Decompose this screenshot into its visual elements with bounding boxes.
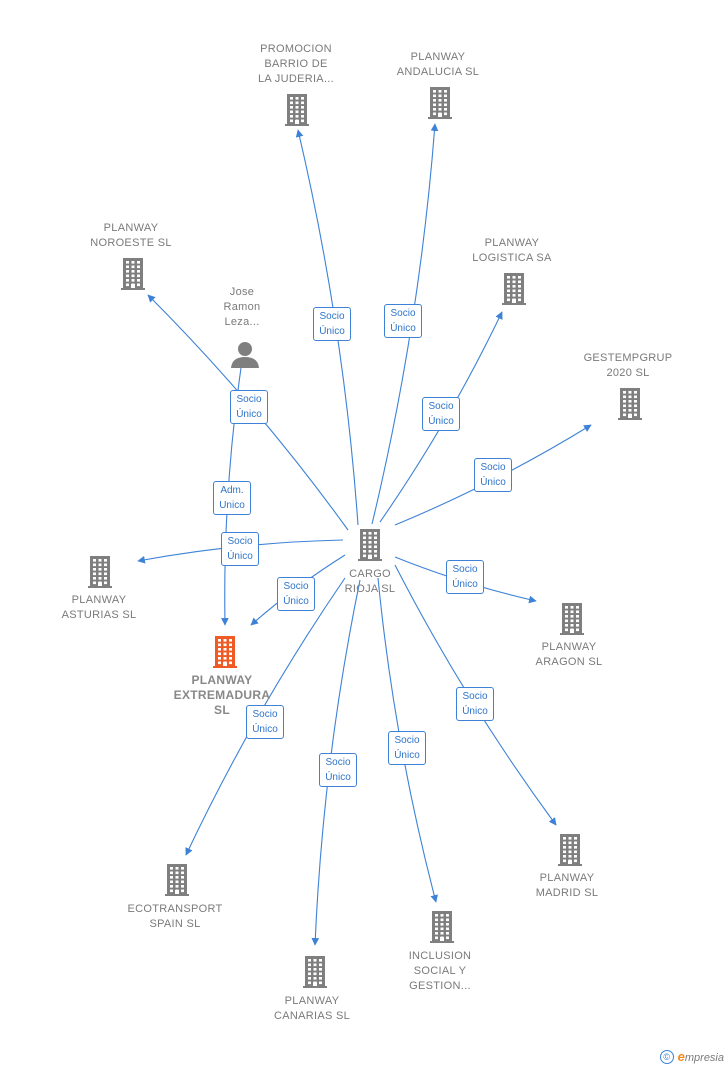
node-label-madrid[interactable]: PLANWAY MADRID SL: [535, 872, 599, 899]
node-asturias-building-icon[interactable]: [88, 556, 112, 588]
node-label-noroeste[interactable]: PLANWAY NOROESTE SL: [90, 222, 172, 249]
node-promocion-building-icon[interactable]: [285, 94, 309, 126]
node-label-logistica[interactable]: PLANWAY LOGISTICA SA: [472, 237, 552, 264]
node-canarias-building-icon[interactable]: [303, 956, 327, 988]
node-label-aragon[interactable]: PLANWAY ARAGON SL: [535, 641, 603, 668]
node-madrid-building-icon[interactable]: [558, 834, 582, 866]
node-ecotransport-building-icon[interactable]: [165, 864, 189, 896]
edge-label-cargo-to-aragon[interactable]: Socio Único: [446, 560, 484, 594]
node-label-jose[interactable]: Jose Ramon Leza...: [223, 286, 261, 328]
footer-brand: © empresia: [659, 1049, 724, 1064]
node-aragon-building-icon[interactable]: [560, 603, 584, 635]
edge-label-cargo-to-canarias[interactable]: Socio Único: [319, 753, 357, 787]
node-gestempgrup-building-icon[interactable]: [618, 388, 642, 420]
edge-label-cargo-to-asturias[interactable]: Socio Único: [221, 532, 259, 566]
edge-label-cargo-to-gestempgrup[interactable]: Socio Único: [474, 458, 512, 492]
edge-label-cargo-to-andalucia[interactable]: Socio Único: [384, 304, 422, 338]
edge-label-cargo-to-ecotransport[interactable]: Socio Único: [246, 705, 284, 739]
node-label-promocion[interactable]: PROMOCION BARRIO DE LA JUDERIA...: [257, 43, 335, 85]
node-andalucia-building-icon[interactable]: [428, 87, 452, 119]
node-label-ecotransport[interactable]: ECOTRANSPORT SPAIN SL: [127, 903, 223, 930]
node-inclusion-building-icon[interactable]: [430, 911, 454, 943]
edge-label-cargo-to-inclusion[interactable]: Socio Único: [388, 731, 426, 765]
node-logistica-building-icon[interactable]: [502, 273, 526, 305]
node-label-andalucia[interactable]: PLANWAY ANDALUCIA SL: [396, 51, 480, 78]
node-label-gestempgrup[interactable]: GESTEMPGRUP 2020 SL: [583, 352, 673, 379]
edge-label-cargo-to-madrid[interactable]: Socio Único: [456, 687, 494, 721]
node-jose-person-icon[interactable]: [231, 342, 259, 368]
edge-label-cargo-to-logistica[interactable]: Socio Único: [422, 397, 460, 431]
node-label-canarias[interactable]: PLANWAY CANARIAS SL: [273, 995, 351, 1022]
node-cargo-building-icon[interactable]: [358, 529, 382, 561]
edge-label-cargo-to-promocion[interactable]: Socio Único: [313, 307, 351, 341]
node-label-inclusion[interactable]: INCLUSION SOCIAL Y GESTION...: [408, 950, 472, 992]
node-label-asturias[interactable]: PLANWAY ASTURIAS SL: [61, 594, 137, 621]
brand-logo[interactable]: empresia: [677, 1049, 724, 1064]
copyright-icon: ©: [659, 1049, 674, 1064]
node-label-cargo[interactable]: CARGO RIOJA SL: [344, 568, 396, 595]
edge-label-jose-to-extremadura[interactable]: Adm. Unico: [213, 481, 251, 515]
node-label-extremadura[interactable]: PLANWAY EXTREMADURA SL: [173, 673, 271, 717]
edge-label-cargo-to-noroeste[interactable]: Socio Único: [230, 390, 268, 424]
node-extremadura-building-icon[interactable]: [213, 636, 237, 668]
edge-label-cargo-to-extremadura[interactable]: Socio Único: [277, 577, 315, 611]
node-noroeste-building-icon[interactable]: [121, 258, 145, 290]
